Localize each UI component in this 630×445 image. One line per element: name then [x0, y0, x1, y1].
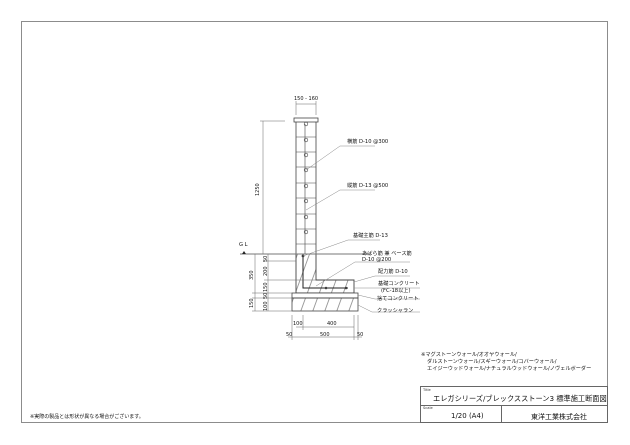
title-block-divider [501, 405, 502, 423]
gl-label: G L [239, 242, 248, 248]
product-note-2: ダルストーンウォール/スギーウォール/コバーウォール/ [427, 359, 557, 365]
dim-150-a: 150 [263, 282, 269, 292]
title-row: Title エレガシリーズ/ブレックスストーン3 標準施工断面図 [421, 387, 607, 406]
label-crusher-run: クラッシャラン [377, 308, 414, 314]
dim-350: 350 [249, 270, 255, 280]
disclaimer-note: ※実際の製品とは形状が異なる場合がございます。 [30, 414, 144, 420]
dim-150-b: 150 [249, 298, 255, 308]
label-foundation-main-rebar: 基礎主筋 D-13 [353, 233, 388, 239]
dim-200: 200 [263, 266, 269, 276]
label-foundation-concrete-2: (FC-18以上) [381, 288, 411, 294]
dim-bottom-100: 100 [293, 321, 303, 327]
scale-caption: Scale [423, 406, 433, 410]
company-name: 東洋工業株式会社 [531, 413, 587, 421]
label-distribution-rebar: 配力筋 D-10 [378, 269, 408, 275]
product-note-1: ※マグストーンウォール/オオヤウォール/ [421, 352, 517, 358]
dim-height-total: 1250 [255, 183, 261, 196]
title-block: Title エレガシリーズ/ブレックスストーン3 標準施工断面図 Scale 1… [420, 386, 608, 423]
dim-bottom-400: 400 [327, 321, 337, 327]
dim-50-top: 50 [263, 255, 269, 262]
dim-100: 100 [263, 301, 269, 311]
scale-row: Scale 1/20 (A4) 東洋工業株式会社 [421, 405, 607, 423]
drawing-frame [21, 21, 608, 423]
label-rib-rebar-1: あばら筋 兼 ベース筋 [362, 251, 412, 257]
dim-bottom-50-left: 50 [286, 332, 293, 338]
drawing-title: エレガシリーズ/ブレックスストーン3 標準施工断面図 [433, 394, 607, 403]
dim-50-b: 50 [263, 292, 269, 299]
dim-top-width: 150 - 160 [294, 96, 319, 102]
scale-value: 1/20 (A4) [451, 412, 484, 420]
label-foundation-concrete-1: 基礎コンクリート [378, 281, 420, 287]
label-leveling-concrete: 捨てコンクリート [377, 296, 419, 302]
product-note-3: エイジーウッドウォール/ナチュラルウッドウォール/ノヴェルボーダー [427, 366, 592, 372]
label-horizontal-rebar: 横筋 D-10 @300 [347, 139, 389, 145]
title-caption: Title [423, 388, 431, 392]
dim-bottom-50-right: 50 [357, 332, 364, 338]
label-rib-rebar-2: D-10 @200 [362, 257, 392, 263]
dim-bottom-500: 500 [320, 332, 330, 338]
label-vertical-rebar: 縦筋 D-13 @500 [347, 183, 389, 189]
